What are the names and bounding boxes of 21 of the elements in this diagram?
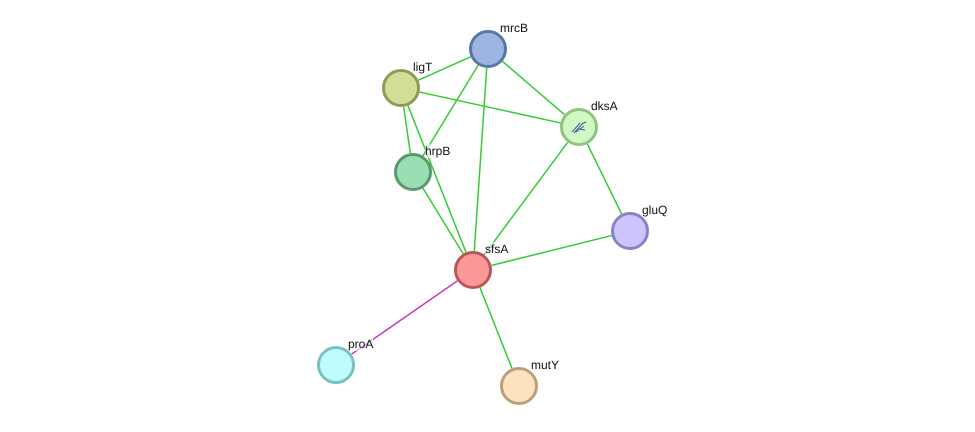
node-label: proA bbox=[348, 337, 374, 351]
node-label: sfsA bbox=[485, 242, 508, 256]
interaction-line bbox=[402, 106, 412, 154]
interaction-line bbox=[407, 105, 467, 253]
interaction-line bbox=[419, 91, 561, 124]
node-label: mrcB bbox=[500, 21, 528, 35]
node-label: mutY bbox=[531, 358, 560, 372]
node-label: ligT bbox=[413, 60, 432, 74]
node-label: hrpB bbox=[425, 144, 450, 158]
node-label: gluQ bbox=[642, 203, 668, 217]
interaction-line bbox=[484, 142, 568, 256]
interaction-line bbox=[586, 144, 622, 214]
node-label: dksA bbox=[591, 99, 618, 113]
interaction-line bbox=[351, 280, 458, 355]
interaction-line bbox=[502, 60, 566, 116]
interaction-line bbox=[422, 64, 479, 156]
interaction-line bbox=[422, 188, 464, 254]
interaction-line bbox=[479, 287, 513, 369]
interaction-line bbox=[491, 234, 612, 266]
interaction-line bbox=[474, 68, 488, 252]
interaction-line bbox=[418, 56, 471, 81]
